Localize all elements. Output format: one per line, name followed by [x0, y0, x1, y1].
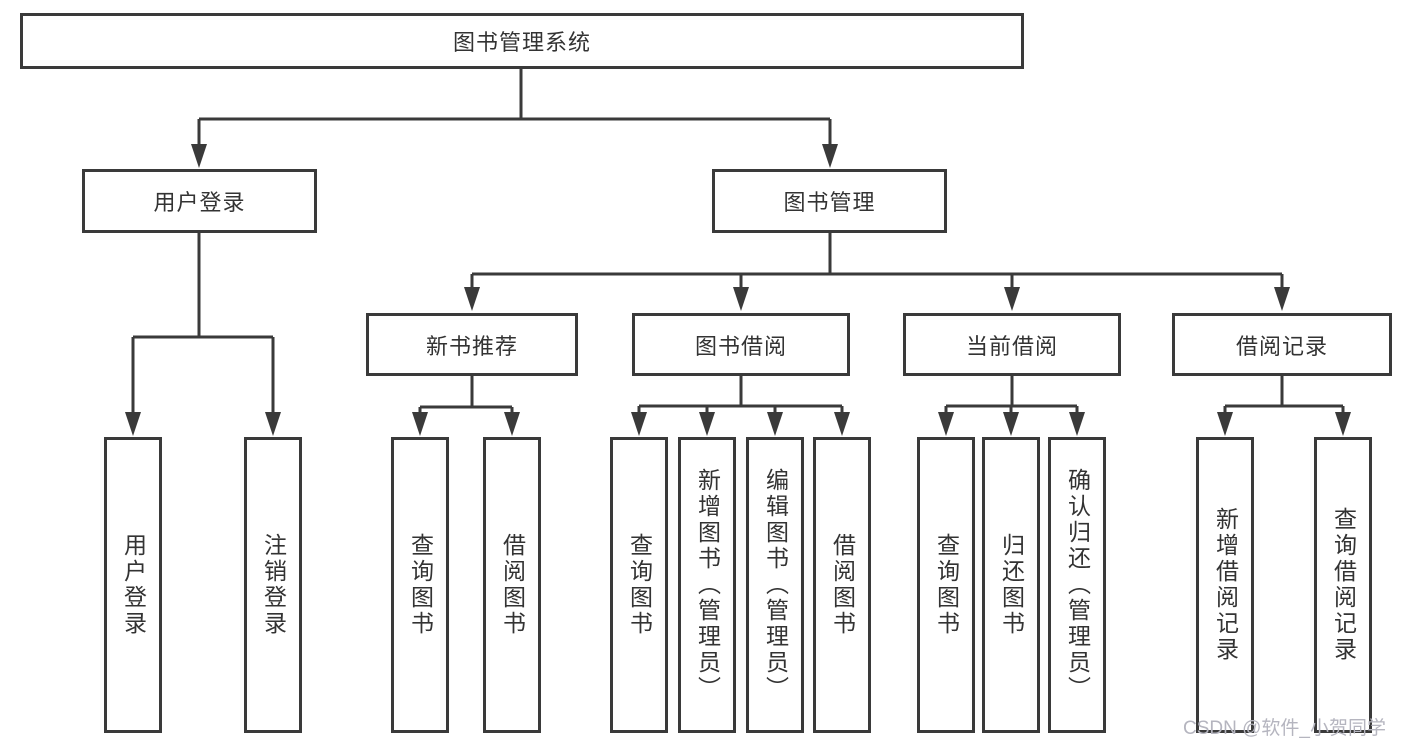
node-leaf-user-login: 用户登录	[104, 437, 162, 733]
node-leaf-add-books-admin: 新增图书（管理员）	[678, 437, 736, 733]
csdn-watermark: CSDN @软件_小贺同学	[1183, 718, 1386, 739]
connector-book-borrow-split	[637, 376, 844, 415]
node-leaf-query-borrow-record: 查询借阅记录	[1314, 437, 1372, 733]
connector-user-login-split	[131, 233, 275, 415]
node-leaf-borrow-books-recommend: 借阅图书	[483, 437, 541, 733]
node-library-system: 图书管理系统	[20, 13, 1024, 69]
node-book-borrowing: 图书借阅	[632, 313, 850, 376]
node-book-management: 图书管理	[712, 169, 947, 233]
connector-book-mgmt-split	[470, 233, 1284, 290]
node-new-book-recommend: 新书推荐	[366, 313, 578, 376]
node-leaf-query-books-borrow: 查询图书	[610, 437, 668, 733]
arrowheads	[125, 144, 1351, 436]
node-leaf-borrow-books: 借阅图书	[813, 437, 871, 733]
node-leaf-query-books-current: 查询图书	[917, 437, 975, 733]
connector-root-split	[197, 69, 832, 147]
node-leaf-logout: 注销登录	[244, 437, 302, 733]
node-leaf-query-books-recommend: 查询图书	[391, 437, 449, 733]
node-leaf-confirm-return-admin: 确认归还（管理员）	[1048, 437, 1106, 733]
node-leaf-edit-books-admin: 编辑图书（管理员）	[746, 437, 804, 733]
connector-new-book-split	[418, 376, 514, 415]
node-borrow-records: 借阅记录	[1172, 313, 1392, 376]
node-current-borrowing: 当前借阅	[903, 313, 1121, 376]
connector-current-borrow-split	[944, 376, 1079, 415]
connector-borrow-record-split	[1223, 376, 1345, 415]
node-user-login: 用户登录	[82, 169, 317, 233]
node-leaf-add-borrow-record: 新增借阅记录	[1196, 437, 1254, 733]
node-leaf-return-books: 归还图书	[982, 437, 1040, 733]
